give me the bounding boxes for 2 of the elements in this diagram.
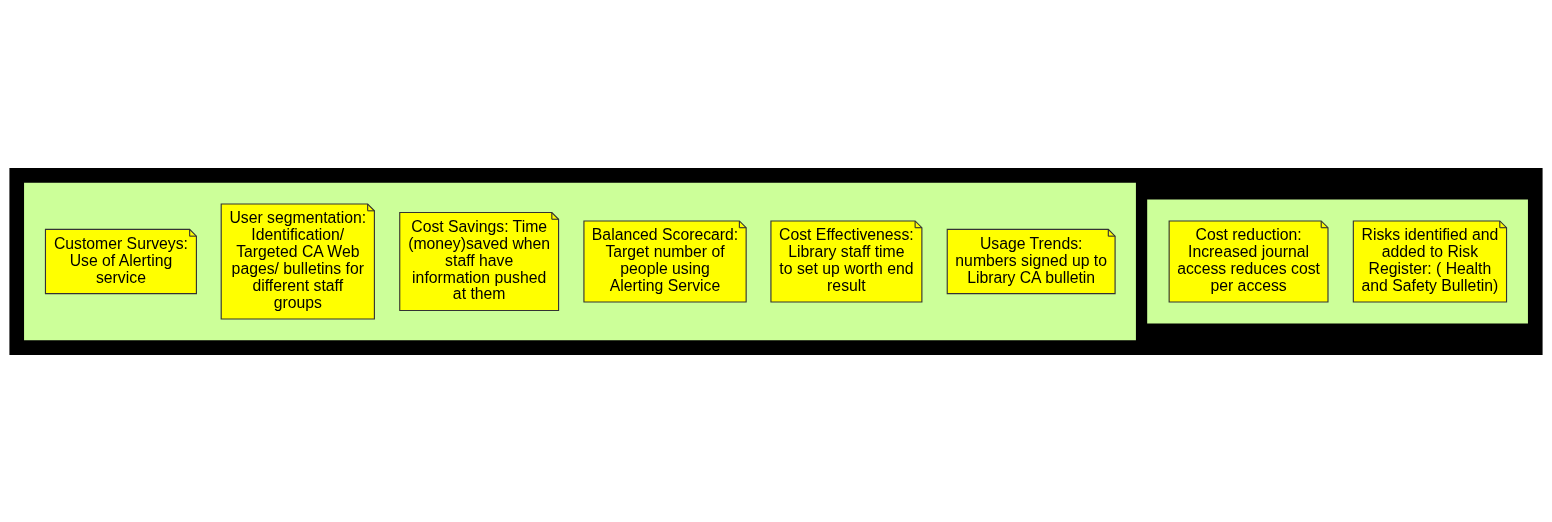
cluster: [1144, 196, 1531, 326]
cluster: [21, 179, 1139, 343]
